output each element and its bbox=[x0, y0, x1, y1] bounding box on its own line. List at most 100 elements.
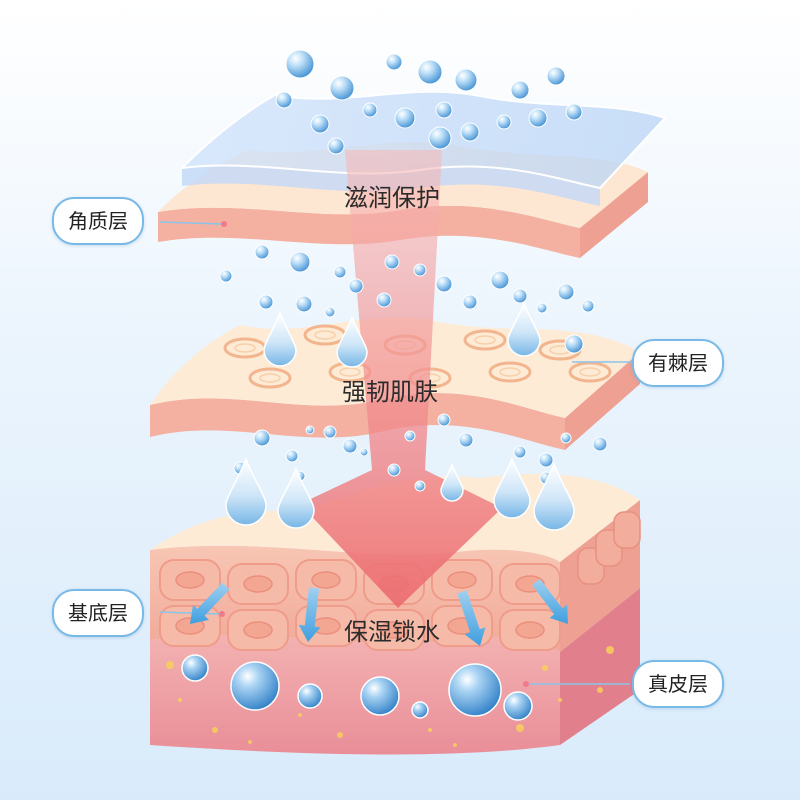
moisture-bubble bbox=[295, 295, 313, 313]
water-droplets bbox=[225, 301, 575, 531]
moisture-bubble bbox=[323, 425, 337, 439]
spinous-ring-inner bbox=[234, 343, 256, 353]
water-droplet bbox=[263, 311, 297, 367]
moisture-bubble bbox=[253, 429, 271, 447]
water-droplet bbox=[440, 462, 464, 502]
dermis-bubble bbox=[230, 661, 280, 711]
water-droplet bbox=[277, 466, 315, 529]
dermis-bubbles bbox=[181, 654, 533, 721]
label-dermis: 真皮层 bbox=[632, 660, 724, 708]
leader-dot-corneum bbox=[221, 221, 227, 227]
moisture-bubble bbox=[435, 101, 453, 119]
moisture-bubble bbox=[285, 49, 315, 79]
moisture-arrow bbox=[532, 579, 568, 624]
cell-nucleus bbox=[379, 621, 409, 639]
moisture-bubble bbox=[376, 292, 392, 308]
dermis-bubble bbox=[448, 663, 502, 717]
moisture-bubble bbox=[592, 436, 608, 452]
leader-dot-dermis bbox=[523, 681, 529, 687]
moisture-bubble bbox=[359, 447, 369, 457]
dermis-dot bbox=[606, 646, 614, 654]
dermis-dot bbox=[298, 713, 302, 717]
moisture-bubble bbox=[324, 306, 336, 318]
dermis-dot bbox=[166, 661, 174, 669]
moisture-bubble bbox=[510, 80, 530, 100]
moisture-bubble bbox=[513, 445, 527, 459]
cell-nucleus bbox=[311, 571, 341, 589]
spinous-right-side bbox=[565, 352, 640, 450]
moisture-bubble bbox=[310, 114, 330, 134]
water-droplet bbox=[507, 301, 541, 357]
label-basal-layer: 基底层 bbox=[52, 589, 144, 637]
moisture-bubble bbox=[414, 480, 426, 492]
spinous-ring bbox=[488, 361, 532, 383]
moisture-bubble bbox=[538, 452, 554, 468]
moisture-bubble bbox=[581, 299, 595, 313]
moisture-bubble bbox=[413, 263, 427, 277]
dermis-dot bbox=[453, 743, 457, 747]
moisture-bubble bbox=[329, 75, 355, 101]
moisture-bubble bbox=[333, 265, 347, 279]
cell-nucleus bbox=[243, 621, 273, 639]
moisture-bubble bbox=[565, 103, 583, 121]
leader-dots bbox=[219, 221, 529, 687]
dermis-dot bbox=[248, 740, 252, 744]
moisture-bubble bbox=[394, 107, 416, 129]
moisture-bubbles bbox=[219, 49, 608, 492]
label-stratum-corneum: 角质层 bbox=[52, 197, 144, 245]
moisture-bubble bbox=[458, 432, 474, 448]
moisture-bubble bbox=[557, 283, 575, 301]
moisture-bubble bbox=[285, 449, 299, 463]
spinous-ring bbox=[463, 329, 507, 351]
leader-line-basal bbox=[159, 611, 221, 615]
moisture-bubble bbox=[327, 137, 345, 155]
moisture-bubble bbox=[490, 270, 510, 290]
spinous-ring-inner bbox=[474, 335, 496, 345]
moisture-bubble bbox=[528, 108, 548, 128]
spinous-ring bbox=[568, 361, 612, 383]
moisture-arrow bbox=[298, 587, 321, 642]
moisture-bubble bbox=[512, 288, 528, 304]
moisture-bubble bbox=[289, 251, 311, 273]
moisture-bubble bbox=[362, 102, 378, 118]
spinous-ring-inner bbox=[314, 330, 336, 340]
moisture-bubble bbox=[387, 463, 401, 477]
moisture-bubble bbox=[437, 413, 451, 427]
water-droplet bbox=[533, 461, 575, 531]
moisture-bubble bbox=[258, 294, 274, 310]
dermis-dot bbox=[597, 687, 603, 693]
caption-strengthen-skin: 强韧肌肤 bbox=[342, 378, 438, 406]
spinous-ring-inner bbox=[339, 367, 361, 377]
dermis-dot bbox=[542, 665, 548, 671]
dermis-dot bbox=[516, 724, 524, 732]
moisture-bubble bbox=[305, 425, 315, 435]
dermis-dot bbox=[337, 732, 343, 738]
dermis-dot bbox=[212, 727, 218, 733]
water-droplet bbox=[336, 315, 368, 368]
basal-cell-side bbox=[613, 511, 641, 549]
moisture-bubble bbox=[428, 126, 452, 150]
moisture-bubble bbox=[496, 114, 512, 130]
cell-nucleus bbox=[515, 621, 545, 639]
moisture-bubble bbox=[564, 334, 584, 354]
moisture-bubble bbox=[536, 302, 548, 314]
spinous-front bbox=[150, 392, 565, 450]
moisture-arrow bbox=[190, 582, 230, 624]
moisture-bubble bbox=[275, 91, 293, 109]
leader-dot-basal bbox=[219, 611, 225, 617]
moisture-bubble bbox=[348, 278, 364, 294]
moisture-bubble bbox=[404, 430, 416, 442]
water-droplet bbox=[493, 456, 531, 519]
dermis-dot bbox=[428, 728, 432, 732]
moisture-bubble bbox=[384, 254, 400, 270]
dermis-bubble bbox=[503, 691, 533, 721]
caption-moisturize-protect: 滋润保护 bbox=[344, 184, 440, 212]
dermis-right-side bbox=[560, 588, 640, 745]
leader-line-corneum bbox=[159, 221, 223, 225]
dermis-bubble bbox=[411, 701, 429, 719]
dermis-bubble bbox=[181, 654, 209, 682]
corneum-right-side bbox=[580, 172, 648, 258]
water-droplet bbox=[225, 456, 267, 526]
